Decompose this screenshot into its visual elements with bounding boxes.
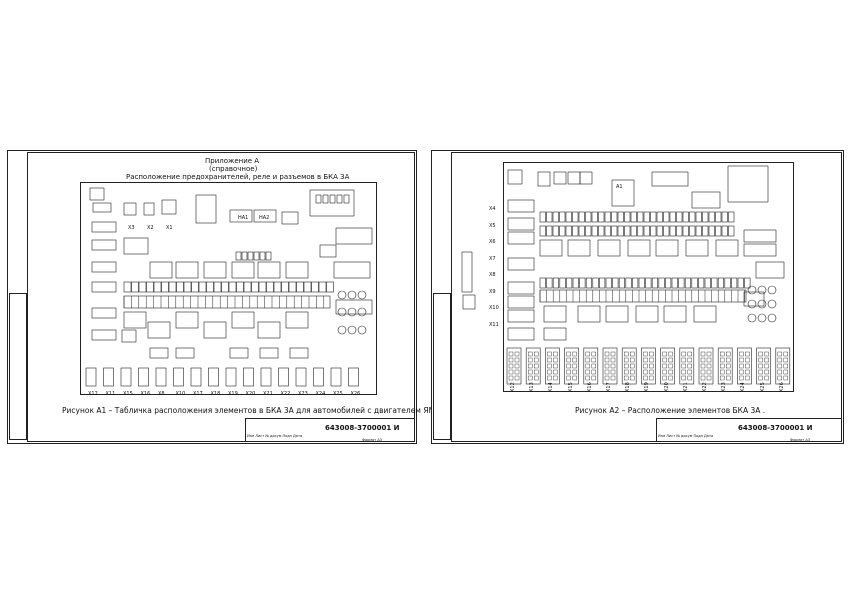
connector-label: Х22	[280, 391, 291, 397]
connector-label: Х16	[140, 391, 151, 397]
sheet-a-panel	[80, 182, 377, 395]
connector-label: Х7	[489, 255, 496, 262]
sheet-a-title-block	[245, 418, 415, 442]
connector-label: Х2	[147, 225, 154, 231]
sheet-a-title: Расположение предохранителей, реле и раз…	[126, 173, 350, 181]
sheet-a-stamp-text: Изм Лист № докум Подп Дата	[247, 434, 303, 438]
sheet-b-relay-label-1: А1	[616, 184, 623, 190]
connector-label: Х17	[193, 391, 203, 397]
sheet-a-doc-number: 643008-3700001 И	[325, 424, 400, 432]
connector-label: Х10	[489, 305, 499, 311]
sheet-a-relay-label-2: НА2	[259, 215, 270, 221]
connector-label: Х24	[315, 391, 326, 397]
sheet-b	[431, 150, 844, 444]
connector-label: Х11	[489, 321, 499, 328]
connector-label: Х5	[489, 222, 496, 229]
sheet-a-format-label: Формат А3	[362, 438, 382, 442]
connector-label: Х12	[88, 391, 98, 397]
connector-label: Х19	[228, 391, 238, 397]
connector-label: Х20	[245, 391, 256, 397]
sheet-b-frame	[451, 152, 842, 442]
sheet-b-format-label: Формат А3	[790, 438, 810, 442]
sheet-a-frame	[27, 152, 415, 442]
connector-label: Х11	[105, 391, 116, 397]
sheet-a-appendix-note: (справочное)	[209, 165, 258, 173]
sheet-a-relay-label-1: НА1	[238, 215, 249, 221]
sheet-b-side-stamp	[433, 293, 451, 440]
connector-label: Х8	[158, 391, 165, 397]
sheet-b-panel	[503, 162, 794, 392]
sheet-b-title-block	[656, 418, 842, 442]
sheet-b-caption: Рисунок А2 – Расположение элементов БКА …	[575, 406, 766, 415]
connector-label: Х18	[210, 391, 221, 397]
connector-label: Х23	[298, 391, 308, 397]
connector-label: Х26	[350, 391, 361, 397]
connector-label: Х15	[123, 391, 133, 397]
sheet-b-stamp-text: Изм Лист № докум Подп Дата	[658, 434, 714, 438]
connector-label: Х9	[489, 288, 496, 295]
sheet-a-side-stamp	[9, 293, 27, 440]
connector-label: Х25	[333, 391, 343, 397]
connector-label: Х1	[166, 225, 173, 231]
connector-label: Х21	[263, 391, 273, 397]
sheet-a-appendix: Приложение А	[205, 157, 260, 165]
connector-label: Х3	[128, 225, 135, 231]
connector-label: Х10	[175, 391, 186, 397]
sheet-a-caption: Рисунок А1 – Табличка расположения элеме…	[62, 406, 443, 415]
connector-label: Х6	[489, 239, 496, 245]
connector-label: Х4	[489, 206, 496, 212]
connector-label: Х8	[489, 272, 496, 278]
sheet-b-doc-number: 643008-3700001 И	[738, 424, 813, 432]
